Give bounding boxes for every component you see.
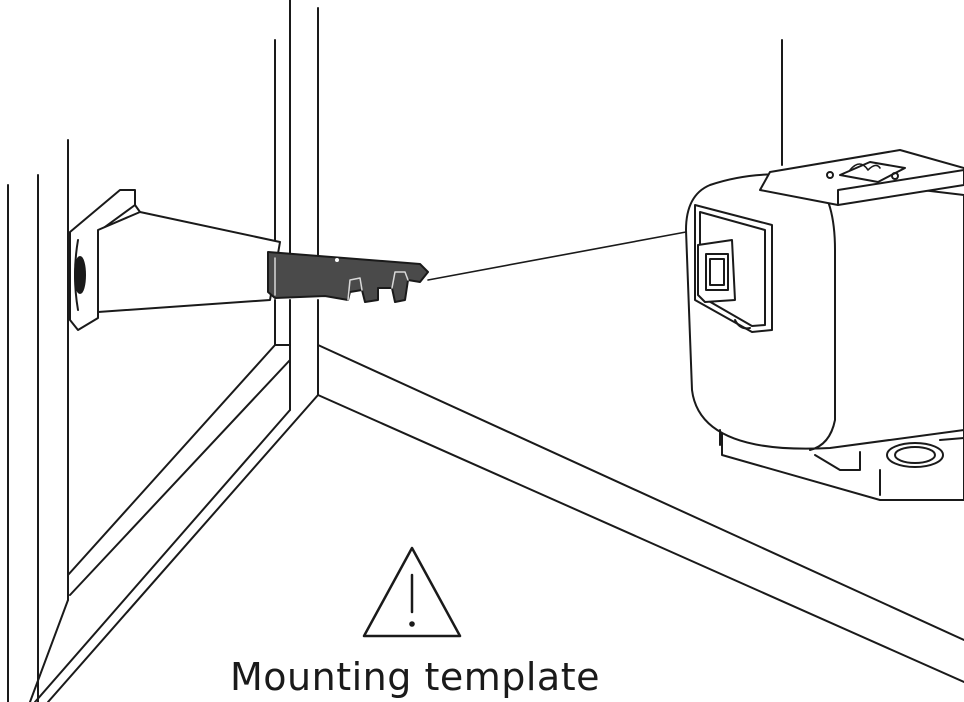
mounting-bracket	[69, 189, 429, 331]
reference-line	[427, 231, 687, 281]
caption-mounting-template: Mounting template	[230, 655, 600, 699]
warning-icon	[362, 546, 462, 638]
floor-lines	[317, 39, 964, 683]
door-frame	[7, 0, 319, 702]
smart-lock-unit	[685, 149, 964, 501]
